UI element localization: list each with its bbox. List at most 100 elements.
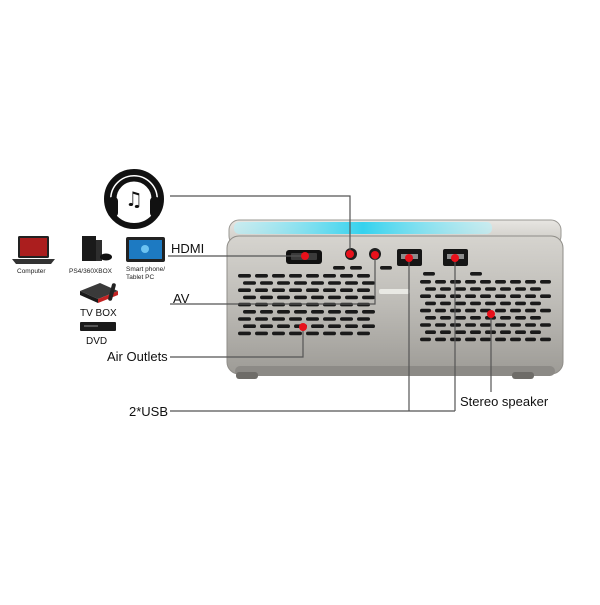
vent-slot xyxy=(362,324,375,328)
vent-slot xyxy=(260,310,273,314)
markers xyxy=(299,250,495,331)
vent-slot xyxy=(380,266,392,270)
vent-slot xyxy=(540,280,551,284)
phone-label-line2: Tablet PC xyxy=(126,273,155,281)
vent-slot xyxy=(238,331,251,336)
svg-text:♫: ♫ xyxy=(125,187,143,211)
vent-slot xyxy=(455,316,466,320)
vent-slot xyxy=(540,308,551,313)
vent-slot xyxy=(455,287,466,291)
vent-slot xyxy=(357,317,370,321)
vent-slot xyxy=(435,323,446,327)
vent-slot xyxy=(306,274,319,278)
tablet-icon xyxy=(126,237,165,262)
vent-slot xyxy=(243,324,256,328)
vent-slot xyxy=(465,308,476,313)
vent-slot xyxy=(485,287,496,291)
vent-slot xyxy=(540,337,551,342)
vent-slot xyxy=(495,294,506,298)
hdmi-label: HDMI xyxy=(171,241,205,256)
vent-slot xyxy=(272,274,285,278)
vent-slot xyxy=(420,294,431,298)
tv-box-icon xyxy=(80,283,118,303)
vent-slot xyxy=(470,316,481,320)
speaker-marker xyxy=(487,310,495,318)
vent-slot xyxy=(328,295,341,300)
vent-slot xyxy=(440,301,451,306)
vent-slot xyxy=(238,274,251,278)
vent-slot xyxy=(540,294,551,298)
vent-slot xyxy=(435,337,446,342)
vent-slot xyxy=(272,288,285,292)
vent-slot xyxy=(255,331,268,336)
foot-left xyxy=(236,372,258,379)
computer-label: Computer xyxy=(17,268,46,275)
vent-slot xyxy=(323,288,336,292)
vent-slot xyxy=(495,308,506,313)
vent-slot xyxy=(345,281,358,285)
air-outlets-label: Air Outlets xyxy=(107,349,168,364)
vent-slot xyxy=(362,310,375,314)
vent-slot xyxy=(311,324,324,328)
vent-slot xyxy=(420,308,431,313)
vent-slot xyxy=(328,281,341,285)
headphone-callout-line xyxy=(170,195,351,254)
vent-slot xyxy=(525,337,536,342)
vent-slot xyxy=(272,317,285,321)
vent-slot xyxy=(440,316,451,320)
vent-slot xyxy=(500,287,511,291)
tvbox-label: TV BOX xyxy=(80,308,117,319)
vent-slot xyxy=(345,324,358,328)
vent-slot xyxy=(311,281,324,285)
vent-slot xyxy=(350,266,362,270)
vent-slot xyxy=(294,281,307,285)
vent-slot xyxy=(357,331,370,336)
vent-slot xyxy=(255,288,268,292)
vent-slot xyxy=(465,280,476,284)
vent-slot xyxy=(340,331,353,336)
dvd-player-icon xyxy=(80,322,116,331)
vent-slot xyxy=(530,301,541,306)
av-callout-line xyxy=(170,255,376,305)
vent-slot xyxy=(425,301,436,306)
vent-slot xyxy=(277,295,290,300)
vent-slot xyxy=(340,317,353,321)
stereo-speaker-label: Stereo speaker xyxy=(460,394,549,409)
vent-slot xyxy=(515,316,526,320)
vent-slot xyxy=(495,323,506,327)
top-glow-strip xyxy=(234,222,492,234)
vent-slot xyxy=(465,294,476,298)
vent-slot xyxy=(435,294,446,298)
vent-slot xyxy=(294,310,307,314)
vent-slot xyxy=(362,281,375,285)
vent-slot xyxy=(238,288,251,292)
vent-slot xyxy=(277,324,290,328)
vent-slot xyxy=(323,274,336,278)
vent-slot xyxy=(345,310,358,314)
vent-slot xyxy=(530,287,541,291)
vent-slot xyxy=(510,294,521,298)
vent-slot xyxy=(530,316,541,320)
usb-label: 2*USB xyxy=(129,404,169,419)
projector-body xyxy=(226,219,564,379)
vent-slot xyxy=(289,317,302,321)
vent-slot xyxy=(420,280,431,284)
vent-slot xyxy=(243,281,256,285)
air-outlets-callout-line xyxy=(170,328,304,358)
vent-slot xyxy=(260,324,273,328)
vent-slot xyxy=(362,295,375,300)
vent-slot xyxy=(530,330,541,334)
vent-slot xyxy=(420,337,431,342)
vent-slot xyxy=(500,330,511,334)
vent-slot xyxy=(323,317,336,321)
vent-slot xyxy=(243,310,256,314)
vent-slot xyxy=(480,337,491,342)
air-outlet-marker xyxy=(299,323,307,331)
vent-slot xyxy=(485,301,496,306)
vent-slot xyxy=(328,310,341,314)
vent-slot xyxy=(435,280,446,284)
vent-slot xyxy=(510,323,521,327)
vent-slot xyxy=(306,317,319,321)
